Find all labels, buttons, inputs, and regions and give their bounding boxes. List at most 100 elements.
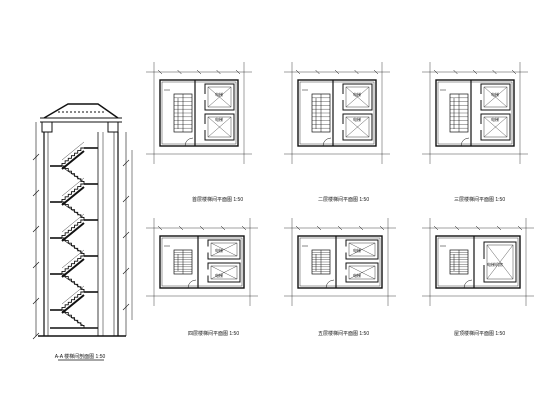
shaft-cross bbox=[207, 116, 232, 138]
shaft-label: 电梯机房 bbox=[487, 261, 503, 267]
plan-view-1: 首层楼梯间平面图 1:50 bbox=[146, 62, 252, 203]
stair-flight bbox=[61, 255, 84, 274]
shaft-cross bbox=[483, 86, 508, 108]
shaft-label: 电梯 bbox=[215, 247, 223, 253]
dimension-tick bbox=[492, 69, 497, 75]
stair-stringer bbox=[61, 310, 85, 327]
stair-stringer bbox=[61, 202, 85, 219]
stair-flight bbox=[61, 147, 84, 166]
stair-stringer bbox=[61, 238, 85, 255]
elevator-car bbox=[345, 116, 370, 138]
shaft-label: 电梯 bbox=[353, 116, 361, 122]
dimension-tick bbox=[122, 231, 130, 239]
plan-caption: 三层楼梯间平面图 1:50 bbox=[454, 196, 505, 203]
shaft-cross bbox=[210, 265, 238, 280]
dimension-tick bbox=[337, 225, 343, 231]
stair-flight bbox=[62, 201, 85, 220]
shaft-cross bbox=[348, 265, 376, 280]
elevator-car bbox=[483, 116, 508, 138]
dimension-tick bbox=[177, 69, 182, 75]
dimension-tick bbox=[220, 225, 226, 231]
dimension-tick bbox=[196, 69, 202, 75]
elevator-car bbox=[483, 86, 508, 108]
dimension-tick bbox=[511, 69, 517, 75]
dimension-tick bbox=[472, 69, 478, 75]
dimension-tick bbox=[379, 225, 385, 231]
dimension-tick bbox=[122, 195, 130, 203]
dimension-tick bbox=[315, 69, 320, 75]
stair-flight bbox=[62, 237, 85, 256]
plan-outer-wall bbox=[159, 79, 239, 147]
shaft-label: 电梯 bbox=[215, 272, 223, 278]
door-swing bbox=[463, 279, 473, 289]
dimension-tick bbox=[316, 225, 322, 231]
dimension-tick bbox=[122, 267, 130, 275]
stair-stringer bbox=[61, 258, 85, 278]
dimension-tick bbox=[475, 225, 481, 231]
handrail bbox=[61, 285, 85, 305]
dimension-tick bbox=[295, 69, 301, 75]
dimension-tick bbox=[199, 225, 205, 231]
stair-stringer bbox=[61, 222, 85, 242]
shaft-cross bbox=[486, 244, 514, 280]
dimension-tick bbox=[517, 225, 523, 231]
dimension-tick bbox=[496, 225, 502, 231]
plan-inner-wall bbox=[161, 81, 237, 145]
shaft-label: 电梯 bbox=[353, 272, 361, 278]
plan-view-2: 二层楼梯间平面图 1:50 bbox=[284, 62, 390, 203]
plan-view-6: 屋顶楼梯间平面图 1:50 bbox=[422, 218, 534, 337]
roof-parapet bbox=[107, 121, 119, 133]
handrail bbox=[61, 213, 85, 233]
plan-caption: 二层楼梯间平面图 1:50 bbox=[318, 196, 369, 203]
shaft-label: 电梯 bbox=[215, 91, 223, 97]
shaft-cross bbox=[483, 116, 508, 138]
plan-outer-wall bbox=[297, 235, 383, 289]
dimension-tick bbox=[122, 159, 130, 167]
shaft-label: 电梯 bbox=[215, 116, 223, 122]
shaft-label: 电梯 bbox=[353, 91, 361, 97]
elevator-car bbox=[210, 242, 238, 257]
handrail bbox=[61, 141, 85, 161]
stair-flight bbox=[61, 291, 84, 310]
plan-view-4: 四层楼梯间平面图 1:50 bbox=[146, 218, 258, 337]
shaft-cross bbox=[210, 242, 238, 257]
elevator-car bbox=[210, 265, 238, 280]
dimension-tick bbox=[178, 225, 184, 231]
shaft-cross bbox=[207, 86, 232, 108]
stair-stringer bbox=[61, 150, 85, 170]
shaft-label: 电梯 bbox=[491, 91, 499, 97]
dimension-tick bbox=[433, 225, 439, 231]
dimension-tick bbox=[32, 153, 40, 161]
stair-section-view bbox=[32, 103, 133, 340]
shaft-cross bbox=[345, 86, 370, 108]
stair-stringer bbox=[61, 294, 85, 314]
roof-gable bbox=[43, 103, 119, 119]
door-swing bbox=[325, 279, 335, 289]
plan-outer-wall bbox=[297, 79, 377, 147]
stair-flight bbox=[62, 165, 85, 184]
dimension-tick bbox=[334, 69, 340, 75]
plan-caption: 五层楼梯间平面图 1:50 bbox=[318, 330, 369, 337]
plan-outer-wall bbox=[159, 235, 245, 289]
dimension-tick bbox=[32, 332, 40, 340]
dimension-tick bbox=[32, 189, 40, 197]
door-swing bbox=[322, 137, 332, 147]
section-caption: A-A 楼梯间剖面图 1:50 bbox=[55, 353, 106, 360]
roof-parapet bbox=[41, 121, 53, 133]
dimension-tick bbox=[32, 261, 40, 269]
dimension-tick bbox=[358, 225, 364, 231]
dimension-tick bbox=[354, 69, 359, 75]
elevator-car bbox=[486, 244, 514, 280]
stair-flight bbox=[62, 273, 85, 292]
dimension-tick bbox=[216, 69, 221, 75]
elevator-car bbox=[207, 86, 232, 108]
plan-inner-wall bbox=[437, 237, 519, 287]
shaft-cross bbox=[345, 116, 370, 138]
plan-inner-wall bbox=[299, 237, 381, 287]
plan-caption: 屋顶楼梯间平面图 1:50 bbox=[454, 330, 505, 337]
plan-caption: 四层楼梯间平面图 1:50 bbox=[188, 330, 239, 337]
plan-caption: 首层楼梯间平面图 1:50 bbox=[192, 196, 243, 203]
dimension-tick bbox=[235, 69, 241, 75]
dimension-tick bbox=[32, 297, 40, 305]
